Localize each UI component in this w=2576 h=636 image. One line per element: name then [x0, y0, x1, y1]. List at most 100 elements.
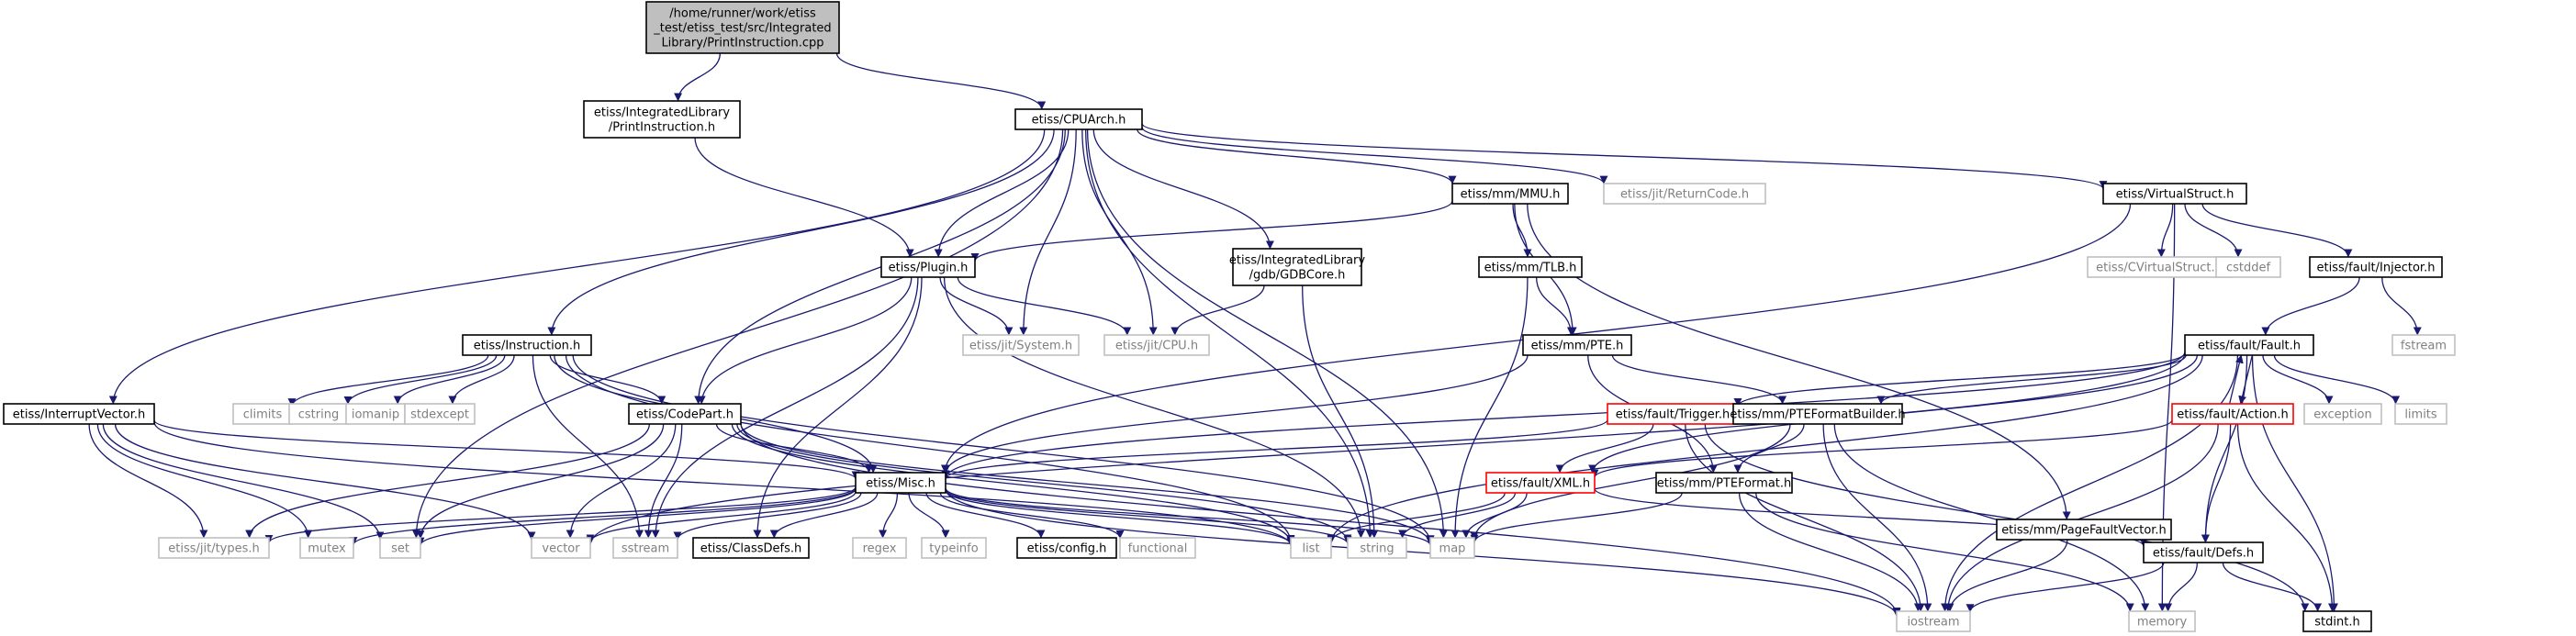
node-box-config[interactable] [1016, 537, 1117, 559]
node-string[interactable]: string [1347, 537, 1407, 559]
node-box-limits[interactable] [2394, 403, 2447, 425]
node-memory[interactable]: memory [2128, 610, 2196, 632]
node-box-typeinfo[interactable] [921, 537, 987, 559]
node-fault[interactable]: etiss/fault/Fault.h [2184, 334, 2314, 356]
edge-virtualstruct-to-injector [2201, 203, 2353, 258]
node-iomanip[interactable]: iomanip [345, 403, 406, 425]
node-box-il_printinstr[interactable] [583, 100, 741, 139]
node-jittypes[interactable]: etiss/jit/types.h [158, 537, 270, 559]
node-xml[interactable]: etiss/fault/XML.h [1485, 472, 1596, 494]
node-box-mmu[interactable] [1451, 183, 1569, 205]
node-box-vector[interactable] [531, 537, 591, 559]
node-box-exception[interactable] [2303, 403, 2382, 425]
node-action[interactable]: etiss/fault/Action.h [2171, 403, 2294, 425]
node-box-codepart[interactable] [628, 403, 742, 425]
node-jitsystem[interactable]: etiss/jit/System.h [962, 334, 1080, 356]
edge-virtualstruct-to-cvirtualstruct [2156, 203, 2174, 258]
node-instruction[interactable]: etiss/Instruction.h [462, 334, 592, 356]
node-root[interactable]: /home/runner/work/etiss_test/etiss_test/… [645, 1, 840, 54]
node-box-pteformatbuilder[interactable] [1732, 403, 1903, 425]
edge-misc-to-regex [879, 492, 899, 539]
node-jitcpu[interactable]: etiss/jit/CPU.h [1103, 334, 1210, 356]
node-box-gdbcore[interactable] [1232, 248, 1362, 286]
node-limits[interactable]: limits [2394, 403, 2447, 425]
node-box-fstream[interactable] [2391, 334, 2456, 356]
node-box-plugin[interactable] [880, 256, 976, 278]
node-classdefs[interactable]: etiss/ClassDefs.h [692, 537, 810, 559]
node-box-root[interactable] [645, 1, 840, 54]
node-gdbcore[interactable]: etiss/IntegratedLibrary/gdb/GDBCore.h [1229, 248, 1365, 286]
node-box-set[interactable] [379, 537, 421, 559]
node-returncode[interactable]: etiss/jit/ReturnCode.h [1603, 183, 1766, 205]
node-map[interactable]: map [1429, 537, 1475, 559]
node-mutex[interactable]: mutex [299, 537, 354, 559]
node-box-pte[interactable] [1522, 334, 1632, 356]
node-il_printinstr[interactable]: etiss/IntegratedLibrary/PrintInstruction… [583, 100, 741, 139]
node-sstream[interactable]: sstream [612, 537, 678, 559]
node-functional[interactable]: functional [1119, 537, 1196, 559]
node-box-defs[interactable] [2143, 541, 2264, 563]
node-config[interactable]: etiss/config.h [1016, 537, 1117, 559]
node-box-stdint[interactable] [2302, 610, 2372, 632]
node-box-instruction[interactable] [462, 334, 592, 356]
node-box-tlb[interactable] [1478, 256, 1583, 278]
node-box-list[interactable] [1290, 537, 1332, 559]
node-trigger[interactable]: etiss/fault/Trigger.h [1607, 403, 1739, 425]
node-codepart[interactable]: etiss/CodePart.h [628, 403, 742, 425]
node-box-virtualstruct[interactable] [2102, 183, 2247, 205]
node-box-jitsystem[interactable] [962, 334, 1080, 356]
node-cpuarch[interactable]: etiss/CPUArch.h [1014, 108, 1143, 130]
node-box-jitcpu[interactable] [1103, 334, 1210, 356]
node-box-xml[interactable] [1485, 472, 1596, 494]
node-stdexcept[interactable]: stdexcept [404, 403, 476, 425]
edge-interruptvector-to-misc [153, 419, 860, 480]
node-box-stdexcept[interactable] [404, 403, 476, 425]
node-box-cpuarch[interactable] [1014, 108, 1143, 130]
node-pte[interactable]: etiss/mm/PTE.h [1522, 334, 1632, 356]
node-injector[interactable]: etiss/fault/Injector.h [2309, 256, 2443, 278]
node-regex[interactable]: regex [852, 537, 907, 559]
node-box-fault[interactable] [2184, 334, 2314, 356]
node-defs[interactable]: etiss/fault/Defs.h [2143, 541, 2264, 563]
node-pagefaultvector[interactable]: etiss/mm/PageFaultVector.h [1996, 519, 2172, 541]
node-box-functional[interactable] [1119, 537, 1196, 559]
node-cstring[interactable]: cstring [288, 403, 349, 425]
node-box-string[interactable] [1347, 537, 1407, 559]
node-box-returncode[interactable] [1603, 183, 1766, 205]
node-box-injector[interactable] [2309, 256, 2443, 278]
node-set[interactable]: set [379, 537, 421, 559]
node-pteformatbuilder[interactable]: etiss/mm/PTEFormatBuilder.h [1730, 403, 1906, 425]
node-vector[interactable]: vector [531, 537, 591, 559]
node-pteformat[interactable]: etiss/mm/PTEFormat.h [1655, 472, 1793, 494]
node-tlb[interactable]: etiss/mm/TLB.h [1478, 256, 1583, 278]
node-mmu[interactable]: etiss/mm/MMU.h [1451, 183, 1569, 205]
node-box-pagefaultvector[interactable] [1996, 519, 2172, 541]
node-box-jittypes[interactable] [158, 537, 270, 559]
node-cstddef[interactable]: cstddef [2215, 256, 2281, 278]
node-iostream[interactable]: iostream [1896, 610, 1971, 632]
node-box-sstream[interactable] [612, 537, 678, 559]
node-list[interactable]: list [1290, 537, 1332, 559]
node-interruptvector[interactable]: etiss/InterruptVector.h [3, 403, 155, 425]
node-plugin[interactable]: etiss/Plugin.h [880, 256, 976, 278]
node-box-misc[interactable] [855, 472, 946, 494]
node-box-classdefs[interactable] [692, 537, 810, 559]
node-misc[interactable]: etiss/Misc.h [855, 472, 946, 494]
node-box-interruptvector[interactable] [3, 403, 155, 425]
node-stdint[interactable]: stdint.h [2302, 610, 2372, 632]
node-box-iostream[interactable] [1896, 610, 1971, 632]
node-label-tlb: etiss/mm/TLB.h [1484, 262, 1577, 275]
node-box-regex[interactable] [852, 537, 907, 559]
node-virtualstruct[interactable]: etiss/VirtualStruct.h [2102, 183, 2247, 205]
node-box-cstddef[interactable] [2215, 256, 2281, 278]
node-climits[interactable]: climits [232, 403, 293, 425]
node-box-map[interactable] [1429, 537, 1475, 559]
node-cvirtualstruct[interactable]: etiss/CVirtualStruct.h [2087, 256, 2232, 278]
node-exception[interactable]: exception [2303, 403, 2382, 425]
node-box-pteformat[interactable] [1655, 472, 1793, 494]
node-box-mutex[interactable] [299, 537, 354, 559]
node-fstream[interactable]: fstream [2391, 334, 2456, 356]
node-box-memory[interactable] [2128, 610, 2196, 632]
node-typeinfo[interactable]: typeinfo [921, 537, 987, 559]
node-box-action[interactable] [2171, 403, 2294, 425]
